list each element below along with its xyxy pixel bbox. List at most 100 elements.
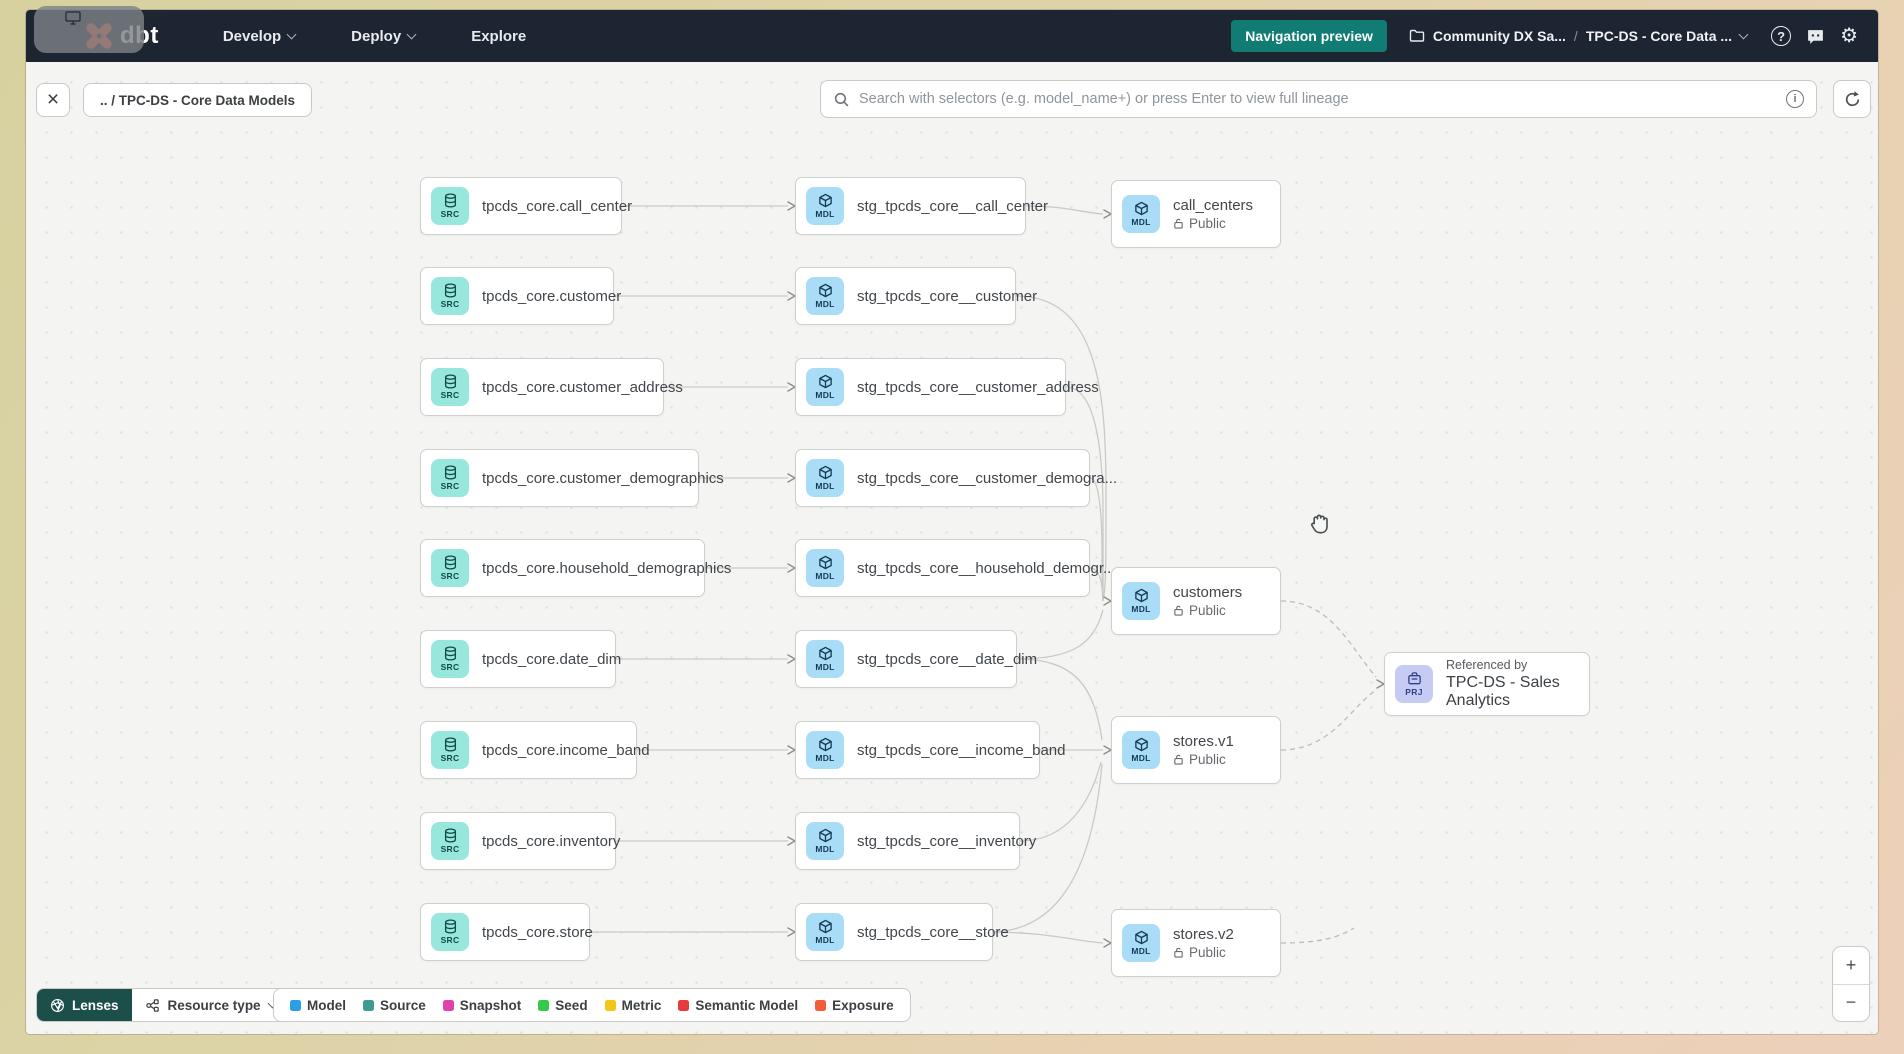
legend-item-snapshot: Snapshot (442, 998, 521, 1013)
source-node-customer-address[interactable]: SRC tpcds_core.customer_address (420, 358, 683, 416)
monitor-icon (64, 9, 82, 27)
lens-icon (50, 998, 65, 1013)
access-badge: Public (1173, 945, 1234, 960)
resource-type-dropdown[interactable]: Resource type (131, 989, 289, 1021)
source-node-date-dim[interactable]: SRC tpcds_core.date_dim (420, 630, 621, 688)
access-badge: Public (1173, 216, 1253, 231)
model-node-stg-customer-demographics[interactable]: MDL stg_tpcds_core__customer_demogra... (795, 449, 1117, 507)
source-node-inventory[interactable]: SRC tpcds_core.inventory (420, 812, 620, 870)
model-node-stg-date-dim[interactable]: MDL stg_tpcds_core__date_dim (795, 630, 1037, 688)
source-icon: SRC (431, 459, 469, 497)
unlock-icon (1173, 947, 1184, 958)
model-icon: MDL (806, 277, 844, 315)
help-icon[interactable]: ? (1771, 26, 1792, 46)
folder-icon (1409, 28, 1425, 44)
model-node-stg-customer[interactable]: MDL stg_tpcds_core__customer (795, 267, 1037, 325)
legend-swatch (290, 999, 301, 1011)
chevron-down-icon (1738, 29, 1749, 40)
source-icon: SRC (431, 277, 469, 315)
legend-swatch (538, 999, 550, 1011)
model-icon: MDL (806, 187, 844, 225)
unlock-icon (1173, 605, 1184, 616)
lenses-control-group: Lenses Resource type (36, 988, 290, 1022)
access-badge: Public (1173, 603, 1242, 618)
chevron-down-icon (406, 29, 417, 40)
source-icon: SRC (431, 913, 469, 951)
lineage-search-bar: i (820, 80, 1817, 118)
legend-item-source: Source (363, 998, 426, 1013)
legend-swatch (604, 999, 616, 1011)
zoom-out-button[interactable]: − (1845, 992, 1857, 1013)
model-node-stg-call-center[interactable]: MDL stg_tpcds_core__call_center (795, 177, 1048, 235)
source-node-customer-demographics[interactable]: SRC tpcds_core.customer_demographics (420, 449, 724, 507)
refresh-lineage-button[interactable] (1833, 80, 1871, 118)
search-input[interactable] (859, 91, 1777, 107)
model-icon: MDL (806, 640, 844, 678)
refresh-icon (1843, 90, 1862, 109)
source-icon: SRC (431, 368, 469, 406)
model-node-stores-v1[interactable]: MDL stores.v1 Public (1111, 716, 1281, 784)
project-icon: PRJ (1395, 665, 1433, 703)
source-node-store[interactable]: SRC tpcds_core.store (420, 903, 593, 961)
legend-item-semantic-model: Semantic Model (678, 998, 798, 1013)
legend-swatch (363, 999, 374, 1011)
legend-swatch (678, 999, 690, 1011)
nav-links: Develop Deploy Explore (223, 28, 526, 45)
source-icon: SRC (431, 731, 469, 769)
nav-right-cluster: Navigation preview Community DX Sa... / … (1231, 10, 1858, 62)
model-icon: MDL (1122, 582, 1160, 620)
close-lineage-button[interactable]: × (36, 83, 70, 117)
screen-share-indicator (34, 6, 144, 53)
project-breadcrumb[interactable]: Community DX Sa... / TPC-DS - Core Data … (1409, 28, 1749, 44)
model-node-stg-income-band[interactable]: MDL stg_tpcds_core__income_band (795, 721, 1065, 779)
grab-cursor-icon (1306, 510, 1334, 538)
model-node-customers[interactable]: MDL customers Public (1111, 567, 1281, 635)
lenses-button[interactable]: Lenses (37, 989, 132, 1021)
model-node-stg-customer-address[interactable]: MDL stg_tpcds_core__customer_address (795, 358, 1099, 416)
source-icon: SRC (431, 187, 469, 225)
account-name[interactable]: Community DX Sa... (1432, 28, 1566, 44)
unlock-icon (1173, 754, 1184, 765)
settings-gear-icon[interactable]: ⚙ (1840, 25, 1858, 47)
feedback-icon[interactable] (1806, 27, 1825, 46)
app-window: dbt Develop Deploy Explore Navigation pr… (26, 10, 1878, 1034)
nav-icons: ? ⚙ (1771, 26, 1858, 46)
resource-type-legend: Model Source Snapshot Seed Metric Semant… (273, 988, 911, 1022)
top-nav: dbt Develop Deploy Explore Navigation pr… (26, 10, 1878, 62)
resource-type-icon (145, 998, 160, 1013)
info-icon[interactable]: i (1786, 90, 1804, 108)
model-icon: MDL (806, 731, 844, 769)
source-icon: SRC (431, 822, 469, 860)
lineage-canvas[interactable]: × .. / TPC-DS - Core Data Models i SRC t… (26, 62, 1878, 1034)
zoom-in-button[interactable]: + (1833, 947, 1869, 985)
model-icon: MDL (806, 822, 844, 860)
model-node-stores-v2[interactable]: MDL stores.v2 Public (1111, 909, 1281, 977)
model-node-call-centers[interactable]: MDL call_centers Public (1111, 180, 1281, 248)
breadcrumb-separator: / (1573, 28, 1578, 44)
unlock-icon (1173, 218, 1184, 229)
navigation-preview-button[interactable]: Navigation preview (1231, 20, 1387, 52)
legend-item-exposure: Exposure (815, 998, 894, 1013)
model-node-stg-inventory[interactable]: MDL stg_tpcds_core__inventory (795, 812, 1036, 870)
model-icon: MDL (806, 549, 844, 587)
nav-item-explore[interactable]: Explore (471, 27, 527, 45)
legend-swatch (442, 999, 454, 1011)
model-node-stg-store[interactable]: MDL stg_tpcds_core__store (795, 903, 1009, 961)
model-icon: MDL (1122, 731, 1160, 769)
model-icon: MDL (1122, 195, 1160, 233)
lineage-breadcrumb[interactable]: .. / TPC-DS - Core Data Models (83, 83, 313, 117)
legend-swatch (815, 999, 827, 1011)
source-node-household-demographics[interactable]: SRC tpcds_core.household_demographics (420, 539, 731, 597)
source-icon: SRC (431, 640, 469, 678)
source-node-income-band[interactable]: SRC tpcds_core.income_band (420, 721, 650, 779)
source-node-call-center[interactable]: SRC tpcds_core.call_center (420, 177, 632, 235)
legend-item-seed: Seed (538, 998, 588, 1013)
project-name[interactable]: TPC-DS - Core Data ... (1585, 28, 1733, 44)
nav-item-develop[interactable]: Develop (223, 28, 297, 45)
model-icon: MDL (806, 368, 844, 406)
source-node-customer[interactable]: SRC tpcds_core.customer (420, 267, 621, 325)
access-badge: Public (1173, 752, 1234, 767)
nav-item-deploy[interactable]: Deploy (351, 28, 417, 45)
model-node-stg-household-demographics[interactable]: MDL stg_tpcds_core__household_demogr... (795, 539, 1116, 597)
project-node-sales-analytics[interactable]: PRJ Referenced by TPC-DS - Sales Analyti… (1384, 652, 1590, 716)
